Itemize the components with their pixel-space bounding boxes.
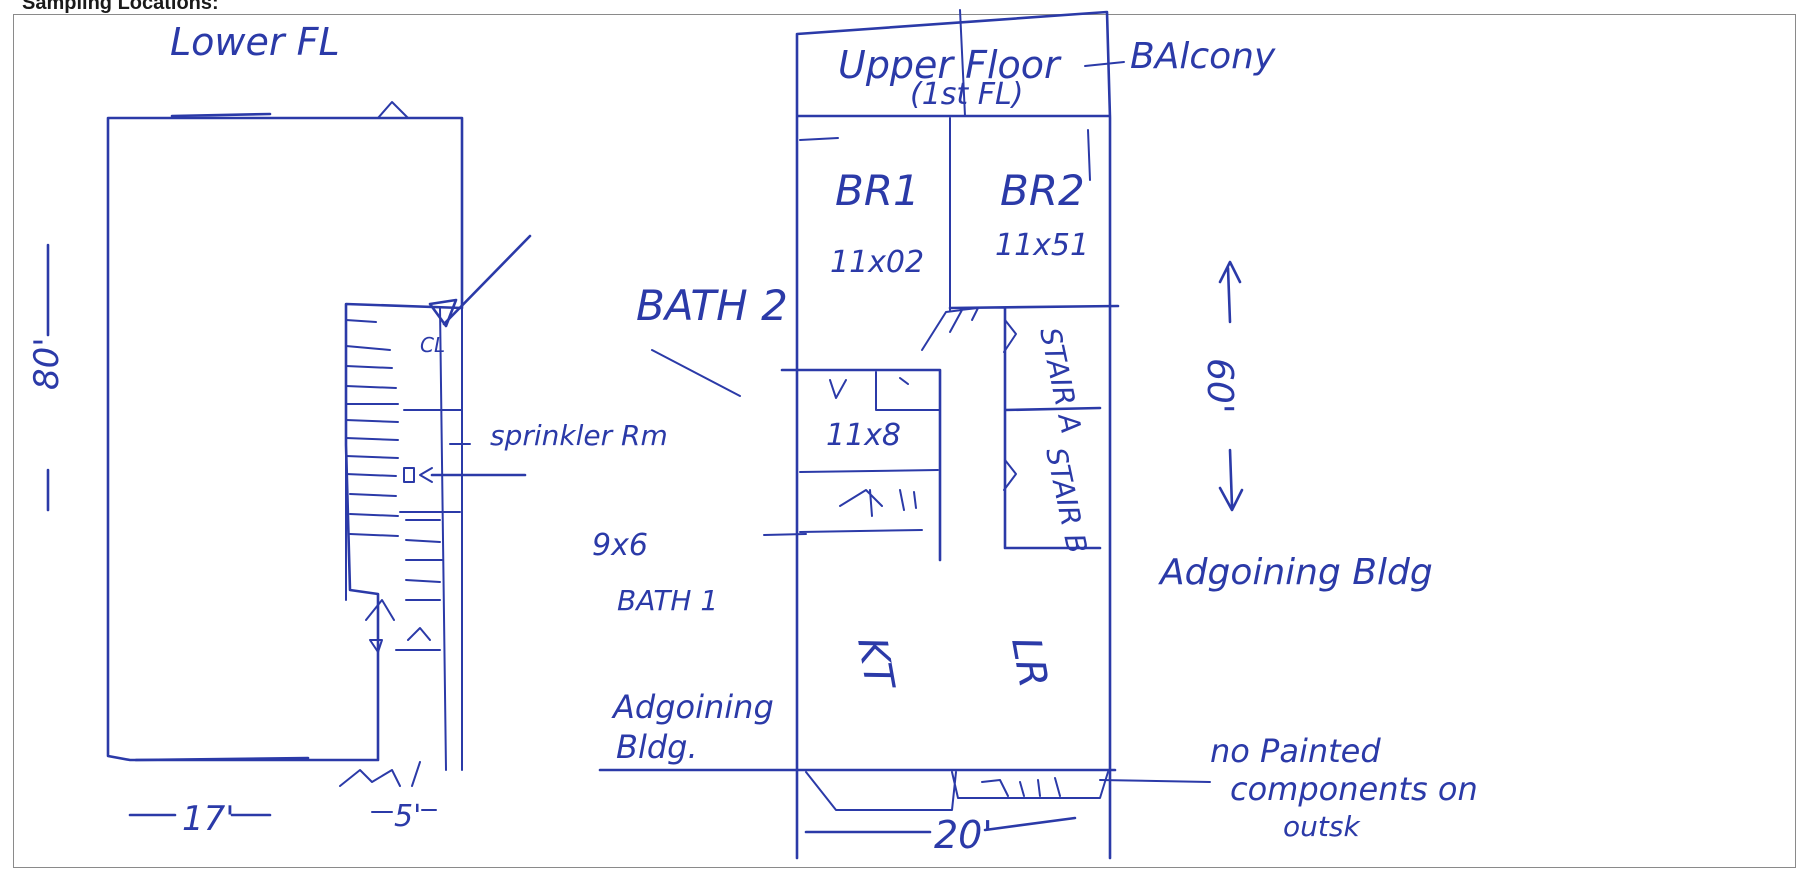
lower-bottom-window [134,756,310,762]
sprinkler-room-label: sprinkler Rm [490,419,668,452]
bath-internal-walls [799,371,941,533]
cl-arrow [442,234,532,326]
bath1-leader [763,533,807,536]
adjoining-left-line-1: Adgoining [611,688,774,726]
upper-floor-title: Upper Floor [838,43,1062,87]
note-line-3: outsk [1283,810,1361,843]
bath2-leader [651,349,741,397]
lower-floor-outline [106,116,464,762]
entry-step-marks [981,777,1061,797]
upper-floor-outline [795,10,1112,860]
balcony-leader [1084,61,1125,67]
lower-bottom-squiggle [339,761,421,787]
lower-stair-treads [345,319,443,601]
br1-size: 11x02 [830,245,924,280]
stair-zigzag [1003,319,1017,491]
sketch-frame [13,14,1796,868]
bath1-label: BATH 1 [617,584,718,617]
balcony-label: BAlcony [1130,36,1276,77]
header-title: Sampling Locations: [22,0,219,14]
sampling-locations-header: Sampling Locations: [22,0,622,16]
lower-triangle-mark-3 [407,627,431,641]
entry-steps [805,771,1109,811]
upper-length-dim: 60' [1199,358,1240,414]
lower-side-dim: 5' [394,799,421,834]
br2-size: 11x51 [995,228,1089,263]
lower-floor-title: Lower FL [170,20,340,64]
lower-triangle-mark-1 [365,599,395,621]
adjoining-left-line-2: Bldg. [616,728,698,766]
stair-b-label: STAIR B [1039,445,1094,557]
kitchen-label: KT [848,634,903,695]
br1-label: BR1 [835,166,920,215]
note-leader [1099,779,1211,783]
br2-label: BR2 [1000,166,1085,215]
closet-label: CL [420,333,445,357]
stair-triangle-marks [921,307,979,351]
sprinkler-arrow-head [419,467,433,483]
lower-top-door-mark [377,101,409,119]
stair-block [948,304,1120,550]
note-line-2: components on [1230,770,1478,808]
upper-width-dim-lines [804,816,1077,834]
stair-a-label: STAIR A [1033,325,1088,437]
balcony-divider [959,9,966,117]
upper-floor-plan: Upper Floor (1st FL) BAlcony BR1 11x02 B… [592,9,1478,860]
lower-triangle-mark-2 [369,639,383,653]
bath2-label: BATH 2 [636,281,788,330]
bath-top-wall [780,368,942,562]
sprinkler-mark [403,467,415,483]
bath2-size: 11x8 [826,418,901,453]
lower-floor-plan: Lower FL CL sprinkler Rm 80' 17' [27,20,668,839]
note-line-1: no Painted [1210,732,1381,770]
bath1-sketch-marks [839,489,917,517]
lower-length-dim: 80' [27,337,67,390]
lower-width-dim: 17' [182,799,235,839]
bedroom-divider [799,117,1091,311]
bath1-size: 9x6 [592,528,648,563]
lower-top-window [170,112,272,118]
cl-arrow-head [428,298,458,328]
lower-stair-strip [345,303,463,771]
upper-floor-subtitle: (1st FL) [910,77,1023,112]
lower-strip-dividers [395,409,463,651]
living-room-label: LR [1002,634,1056,691]
lower-side-dim-lines [371,809,437,813]
upper-width-dim: 20' [934,813,993,857]
upper-length-dim-lines [1218,260,1244,512]
adjoining-right-label: Adgoining Bldg [1158,552,1433,593]
